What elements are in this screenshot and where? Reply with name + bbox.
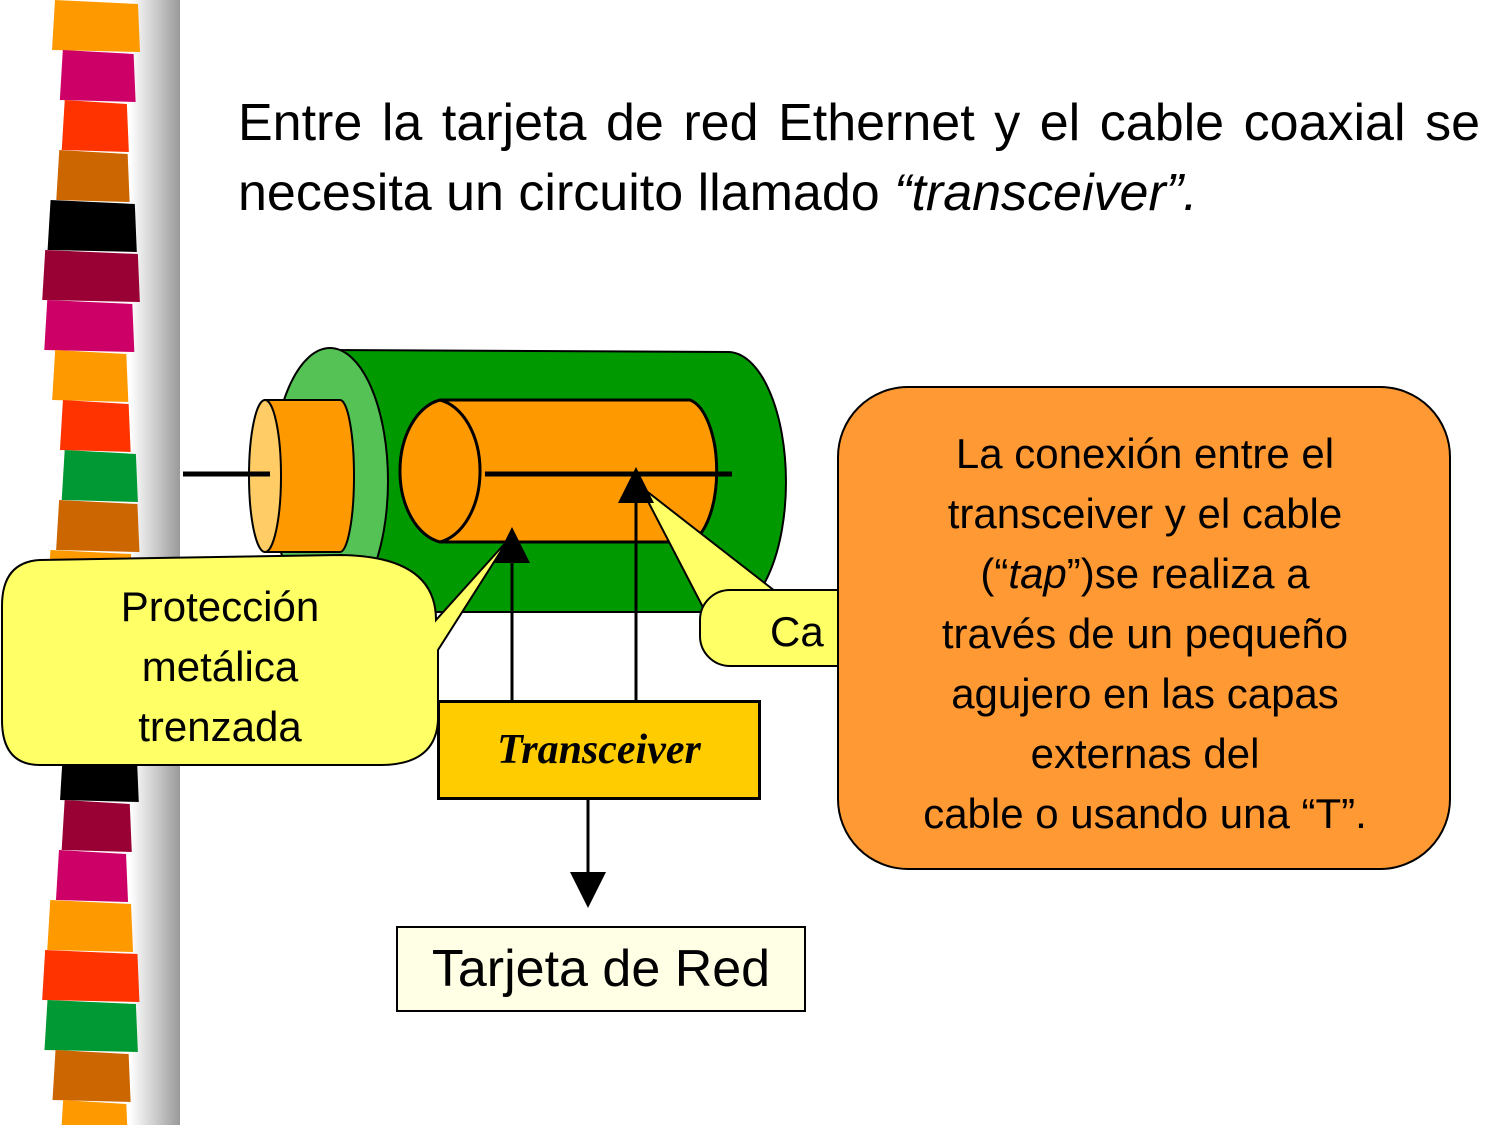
stripe-segment: [61, 100, 129, 152]
intro-text: Entre la tarjeta de red Ethernet y el ca…: [238, 94, 1480, 222]
intro-term: “transceiver”.: [894, 164, 1198, 222]
shield-callout: [1, 539, 509, 766]
network-card-box: Tarjeta de Red: [396, 926, 806, 1012]
stripe-segment: [61, 800, 132, 852]
tap-line-5: agujero en las capas: [951, 670, 1339, 717]
stripe-segment: [56, 500, 140, 552]
tap-line-3-pre: (“: [980, 550, 1009, 597]
tap-line-6: externas del: [1030, 730, 1260, 777]
tap-term: tap: [1008, 550, 1067, 597]
stripe-segment: [61, 1100, 128, 1125]
stripe-segment: [47, 900, 134, 952]
conductor-end-piece: [264, 399, 355, 553]
intro-paragraph: Entre la tarjeta de red Ethernet y el ca…: [238, 88, 1480, 228]
tap-line-2: transceiver y el cable: [947, 490, 1343, 537]
shield-callout-label: Protección metálica trenzada: [20, 577, 420, 757]
tap-line-3-post: ”)se realiza a: [1066, 550, 1310, 597]
tap-line-7: cable o usando una “T”.: [923, 790, 1367, 837]
network-card-label: Tarjeta de Red: [431, 940, 771, 998]
tap-callout-label: La conexión entre el transceiver y el ca…: [855, 424, 1435, 844]
stripe-segment: [44, 300, 135, 352]
tap-line-1: La conexión entre el: [955, 430, 1335, 477]
stripe-segment: [55, 850, 129, 902]
shield-line-3: trenzada: [138, 703, 302, 750]
stripe-segment: [52, 1050, 131, 1102]
tap-line-3: (“tap”)se realiza a: [855, 544, 1435, 604]
stripe-segment: [56, 150, 130, 202]
stripe-segment: [47, 200, 137, 252]
cable-callout-label: Ca: [770, 608, 824, 655]
stripe-segment: [42, 250, 140, 302]
stripe-segment: [52, 350, 129, 402]
shield-line-1: Protección: [120, 583, 320, 630]
tap-callout: [837, 386, 1451, 870]
stripe-segment: [52, 0, 140, 52]
stripe-segment: [61, 450, 138, 502]
stripe-segment: [59, 400, 131, 452]
stripe-segment: [44, 1000, 138, 1052]
stripe-segment: [42, 950, 140, 1002]
tap-line-4: través de un pequeño: [941, 610, 1349, 657]
transceiver-label: Transceiver: [497, 727, 701, 773]
transceiver-box: Transceiver: [437, 700, 761, 800]
stripe-segment: [59, 50, 136, 102]
shield-line-2: metálica: [141, 643, 299, 690]
